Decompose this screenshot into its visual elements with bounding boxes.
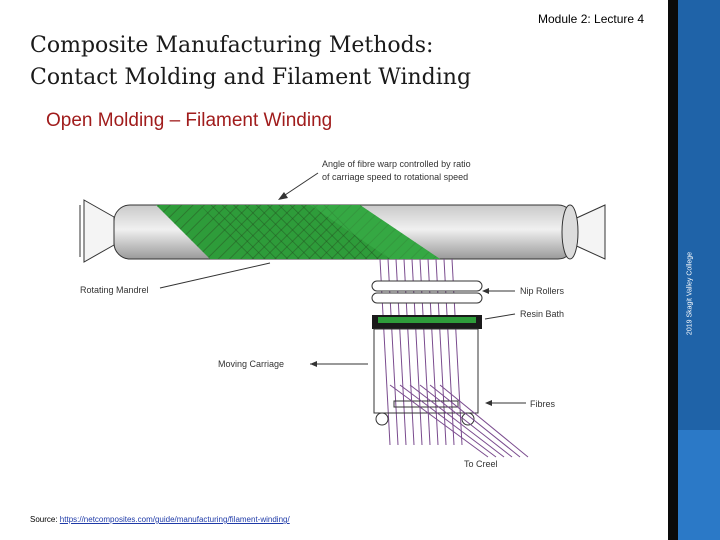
label-to-creel: To Creel: [464, 459, 498, 469]
label-nip-rollers: Nip Rollers: [520, 286, 565, 296]
title-line-2: Contact Molding and Filament Winding: [30, 65, 472, 90]
label-rotating-mandrel: Rotating Mandrel: [80, 285, 149, 295]
carriage-wheel-right: [461, 412, 475, 426]
callout-arrowhead: [278, 192, 288, 200]
strands-to-creel: [389, 384, 529, 458]
filament-winding-diagram: Angle of fibre warp controlled by ratio …: [79, 159, 606, 469]
mandrel-left-chuck: [83, 199, 115, 263]
callout-text-1: Angle of fibre warp controlled by ratio: [322, 159, 471, 169]
moving-carriage: [373, 328, 479, 414]
source-link[interactable]: https://netcomposites.com/guide/manufact…: [59, 515, 290, 524]
nip-roller-top: [371, 280, 483, 292]
sidebar-credit: 2019 Skagit Valley College: [686, 251, 694, 336]
label-moving-carriage: Moving Carriage: [218, 359, 284, 369]
label-resin-bath: Resin Bath: [520, 309, 564, 319]
section-subtitle: Open Molding – Filament Winding: [46, 110, 333, 131]
callout-text-2: of carriage speed to rotational speed: [322, 172, 468, 182]
sidebar-accent: [678, 430, 720, 540]
mandrel-end-face: [561, 204, 579, 260]
title-line-1: Composite Manufacturing Methods:: [30, 33, 434, 58]
callout-arrow: [281, 172, 319, 198]
source-citation: Source: https://netcomposites.com/guide/…: [30, 515, 290, 524]
sidebar-divider: [668, 0, 678, 540]
source-prefix: Source:: [30, 515, 60, 524]
carriage-wheel-left: [375, 412, 389, 426]
nip-roller-bottom: [371, 292, 483, 304]
module-label: Module 2: Lecture 4: [538, 12, 645, 26]
label-fibres: Fibres: [530, 399, 556, 409]
slide-title: Composite Manufacturing Methods: Contact…: [30, 30, 650, 94]
